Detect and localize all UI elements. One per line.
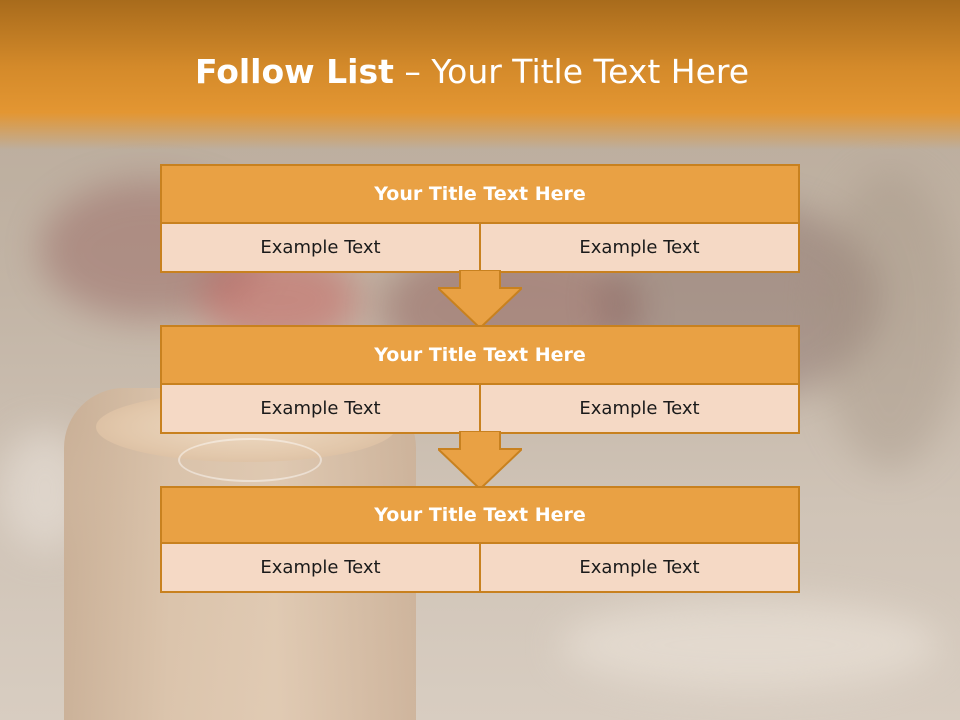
candle-wick-image <box>178 438 322 482</box>
slide-title-rest: – Your Title Text Here <box>393 52 750 91</box>
step-title: Your Title Text Here <box>162 166 798 224</box>
step-cell-right: Example Text <box>479 224 798 271</box>
background-blur <box>560 600 940 690</box>
down-arrow-icon <box>438 431 522 489</box>
step-cell-left: Example Text <box>260 398 381 419</box>
step-cell-right: Example Text <box>479 385 798 432</box>
step-title: Your Title Text Here <box>162 327 798 385</box>
step-row: Example Text Example Text <box>162 224 798 271</box>
header-band <box>0 0 960 150</box>
step-card-2: Your Title Text Here Example Text Exampl… <box>160 325 800 434</box>
step-card-1: Your Title Text Here Example Text Exampl… <box>160 164 800 273</box>
background-blur <box>820 170 960 470</box>
step-card-3: Your Title Text Here Example Text Exampl… <box>160 486 800 593</box>
slide-title: Follow List – Your Title Text Here <box>0 52 944 91</box>
step-row: Example Text Example Text <box>162 385 798 432</box>
slide-title-bold: Follow List <box>194 52 394 91</box>
down-arrow-icon <box>438 270 522 328</box>
step-cell-left: Example Text <box>260 557 381 578</box>
step-title: Your Title Text Here <box>162 488 798 544</box>
step-row: Example Text Example Text <box>162 544 798 591</box>
step-cell-right: Example Text <box>479 544 798 591</box>
step-cell-left: Example Text <box>260 237 381 258</box>
